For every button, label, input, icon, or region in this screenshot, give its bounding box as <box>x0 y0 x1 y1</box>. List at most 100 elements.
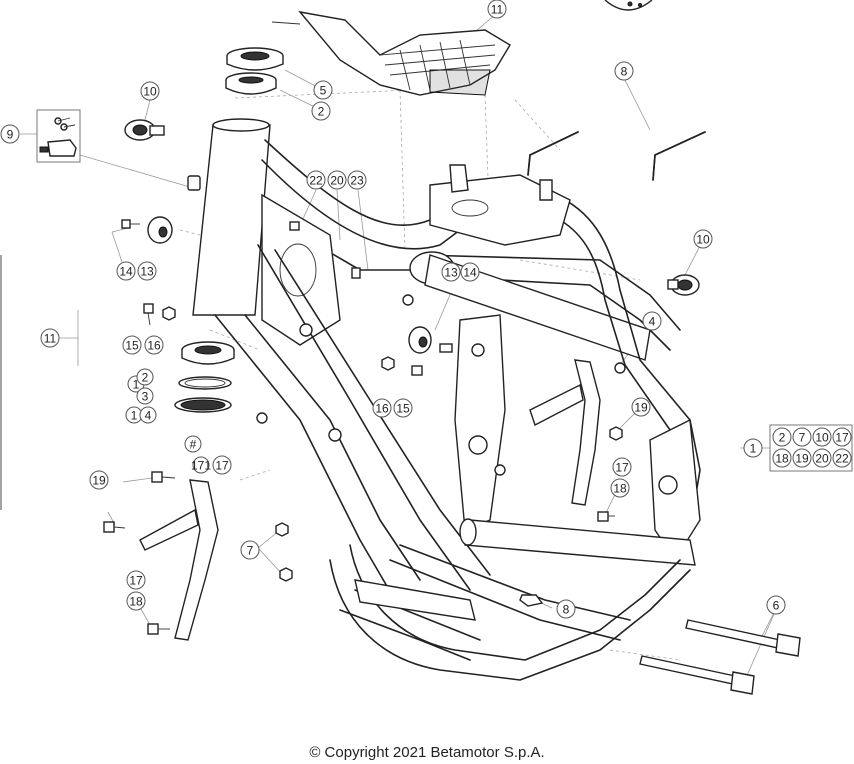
callout-9: 9 <box>0 124 20 144</box>
callout-19: 19 <box>89 470 109 490</box>
callout-circle <box>144 335 164 355</box>
copyright-notice: © Copyright 2021 Betamotor S.p.A. <box>309 744 545 761</box>
callout-18: 18 <box>126 591 146 611</box>
kit-item-17: 17 <box>832 427 852 447</box>
callout-17: 17 <box>212 455 232 475</box>
callout-circle <box>212 455 232 475</box>
callout-circle <box>313 80 333 100</box>
callout-label: 8 <box>621 65 628 79</box>
callout-17: 17 <box>126 570 146 590</box>
callout-circle <box>89 470 109 490</box>
kit-item-20: 20 <box>812 448 832 468</box>
allen-keys <box>527 131 706 181</box>
callout-label: 7 <box>247 544 254 558</box>
callout-label: 4 <box>649 315 656 329</box>
callout-label: 5 <box>320 84 327 98</box>
callout-8: 8 <box>614 61 634 81</box>
callout-13: 13 <box>441 262 461 282</box>
bracket-right <box>529 359 601 506</box>
kit-item-circle <box>792 448 812 468</box>
kit-item-7: 7 <box>792 427 812 447</box>
callout-circle <box>136 387 154 405</box>
callout-label: 13 <box>444 266 458 280</box>
skid-plate <box>271 10 511 96</box>
callout-circle <box>460 262 480 282</box>
callout-circle <box>327 170 347 190</box>
callout-19: 19 <box>631 397 651 417</box>
callout-label: 19 <box>92 474 106 488</box>
callout-label: 8 <box>563 603 570 617</box>
callout-circle <box>610 478 630 498</box>
callout-circle <box>126 570 146 590</box>
steering-bearings <box>225 47 284 95</box>
kit-item-label: 10 <box>815 431 829 445</box>
kit-item-2: 2 <box>772 427 792 447</box>
kit-item-circle <box>792 427 812 447</box>
callout-circle <box>0 124 20 144</box>
kit-item-circle <box>772 427 792 447</box>
callout-label: 22 <box>309 174 323 188</box>
callout-10: 10 <box>140 81 160 101</box>
callout-11: 11 <box>487 0 507 19</box>
callout-14: 14 <box>116 261 136 281</box>
callout-label: 17 <box>615 461 629 475</box>
kit-item-circle <box>812 448 832 468</box>
callout-16: 16 <box>372 398 392 418</box>
callout-label: 20 <box>330 174 344 188</box>
callout-label: 2 <box>142 371 149 385</box>
callout-circle <box>372 398 392 418</box>
callout-circle <box>240 540 260 560</box>
callout-2: 2 <box>311 101 331 121</box>
kit-item-label: 19 <box>795 452 809 466</box>
callout-circle <box>766 595 786 615</box>
callout-circle <box>612 457 632 477</box>
callout-label: 14 <box>119 265 133 279</box>
callout-171: 171 <box>191 456 211 474</box>
callout-label: 16 <box>147 339 161 353</box>
callout-5: 5 <box>313 80 333 100</box>
callout-16: 16 <box>144 335 164 355</box>
callout-label: 14 <box>463 266 477 280</box>
kit-item-label: 20 <box>815 452 829 466</box>
callout-label: 17 <box>215 459 229 473</box>
kit-item-label: 7 <box>799 431 806 445</box>
steering-lock-kit <box>36 109 81 163</box>
kit-item-22: 22 <box>832 448 852 468</box>
bracket-left <box>139 479 219 641</box>
callout-2: 2 <box>136 368 154 386</box>
lock-cam-left <box>124 119 165 141</box>
callout-circle <box>393 398 413 418</box>
callout-circle <box>306 170 326 190</box>
callout-label: 16 <box>375 402 389 416</box>
callout-label: 13 <box>140 265 154 279</box>
callout-17: 17 <box>612 457 632 477</box>
callout-circle <box>311 101 331 121</box>
callout-13: 13 <box>137 261 157 281</box>
callout-label: 3 <box>142 390 149 404</box>
callout-circle <box>614 61 634 81</box>
callout-label: 10 <box>696 233 710 247</box>
callout-1: 1 <box>743 438 763 458</box>
callout-circle <box>184 435 202 453</box>
callout-circle <box>441 262 461 282</box>
callout-label: 19 <box>634 401 648 415</box>
main-frame <box>187 118 701 681</box>
callout-4: 4 <box>642 311 662 331</box>
callout-label: 17 <box>129 574 143 588</box>
callout-18: 18 <box>610 478 630 498</box>
callout-circle <box>140 81 160 101</box>
callout-circle <box>137 261 157 281</box>
callout-3: 3 <box>136 387 154 405</box>
kit-item-circle <box>772 448 792 468</box>
callout-label: 9 <box>7 128 14 142</box>
kit-item-circle <box>832 427 852 447</box>
callout-15: 15 <box>393 398 413 418</box>
callout-7: 7 <box>240 540 260 560</box>
callout-label: 18 <box>129 595 143 609</box>
callout-10: 10 <box>693 229 713 249</box>
callout-circle <box>116 261 136 281</box>
callout-circle <box>693 229 713 249</box>
